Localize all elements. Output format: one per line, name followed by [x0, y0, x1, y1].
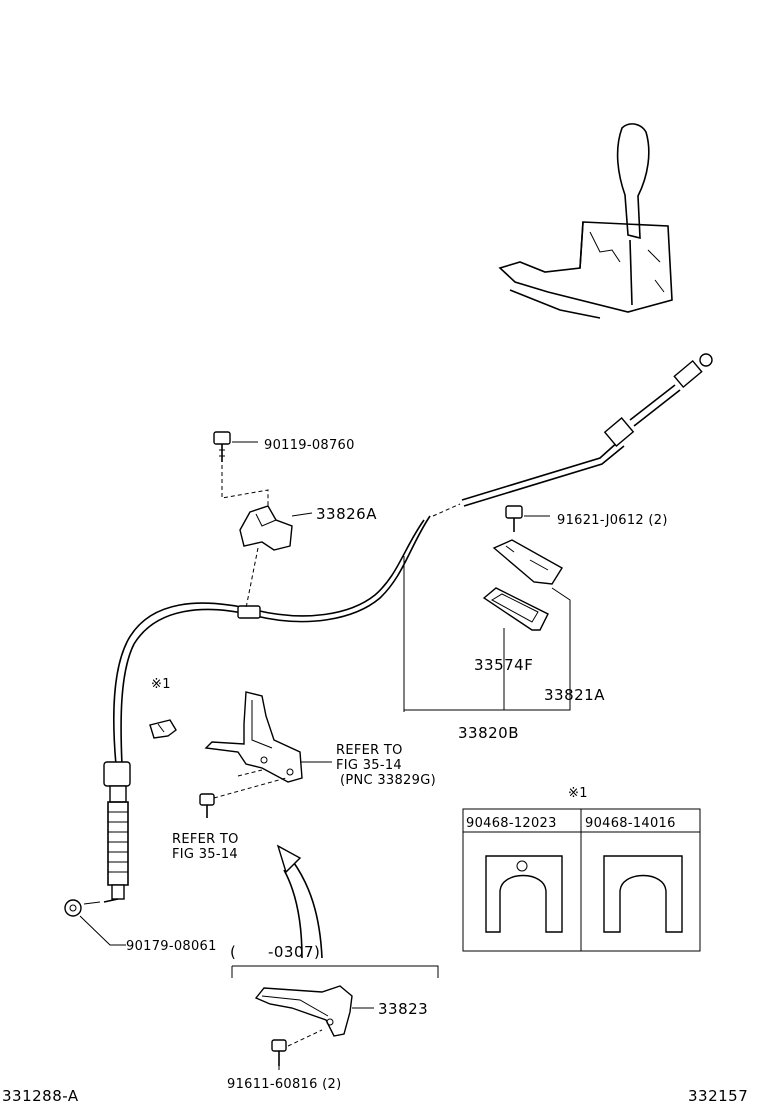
bolt-top — [213, 431, 269, 508]
label-refer2-line1: REFER TO — [172, 832, 239, 847]
label-range: ( -0307) — [230, 943, 320, 961]
label-refer2-line2: FIG 35-14 — [172, 847, 238, 862]
clip-table-col-1: 90468-12023 — [466, 816, 557, 831]
label-retainer: 33574F — [474, 656, 533, 674]
label-cable-assy: 33820B — [458, 724, 519, 742]
clip-table — [462, 808, 701, 952]
label-refer1-line2: FIG 35-14 — [336, 758, 402, 773]
clip-table-col-2: 90468-14016 — [585, 816, 676, 831]
label-note-mark: ※1 — [151, 677, 171, 692]
shift-cable — [103, 353, 713, 903]
label-clamp: 33826A — [316, 505, 377, 523]
label-nut: 90179-08061 — [126, 939, 217, 954]
retainer-assembly — [403, 505, 571, 712]
label-bracket-bottom: 33823 — [378, 1000, 428, 1018]
nut — [64, 899, 126, 946]
clip-table-title: ※1 — [568, 786, 588, 801]
label-refer1-line3: (PNC 33829G) — [340, 773, 436, 788]
label-bolt-bottom: 91611-60816 (2) — [227, 1077, 341, 1092]
shift-lever-assembly — [498, 123, 673, 319]
bracket-refer — [199, 691, 332, 818]
footer-right-code: 332157 — [688, 1087, 748, 1105]
label-bracket-right: 33821A — [544, 686, 605, 704]
footer-left-code: 331288-A — [2, 1087, 79, 1105]
label-bolt-top: 90119-08760 — [264, 438, 355, 453]
lower-bracket-group — [231, 965, 439, 1070]
label-refer1-line1: REFER TO — [336, 743, 403, 758]
clamp-33826a — [239, 505, 313, 609]
label-bolt-right: 91621-J0612 (2) — [557, 513, 668, 528]
clip-note1 — [149, 719, 177, 739]
reference-arrow — [276, 844, 323, 959]
